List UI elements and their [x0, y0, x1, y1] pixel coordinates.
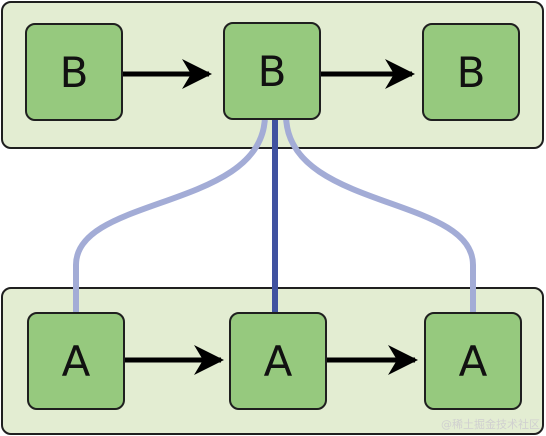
node-label: A	[458, 336, 488, 386]
node-a-right: A	[424, 312, 522, 410]
node-b-left: B	[25, 23, 123, 121]
node-b-right: B	[422, 23, 520, 121]
node-label: A	[61, 336, 91, 386]
node-a-left: A	[27, 312, 125, 410]
watermark-text: @稀土掘金技术社区	[441, 418, 540, 431]
node-label: B	[257, 46, 287, 96]
node-label: B	[59, 47, 89, 97]
node-label: A	[263, 336, 293, 386]
node-label: B	[456, 47, 486, 97]
node-b-middle: B	[223, 22, 321, 120]
link-b-to-a-left	[73, 112, 268, 325]
link-b-to-a-right	[283, 112, 476, 325]
node-a-middle: A	[229, 312, 327, 410]
